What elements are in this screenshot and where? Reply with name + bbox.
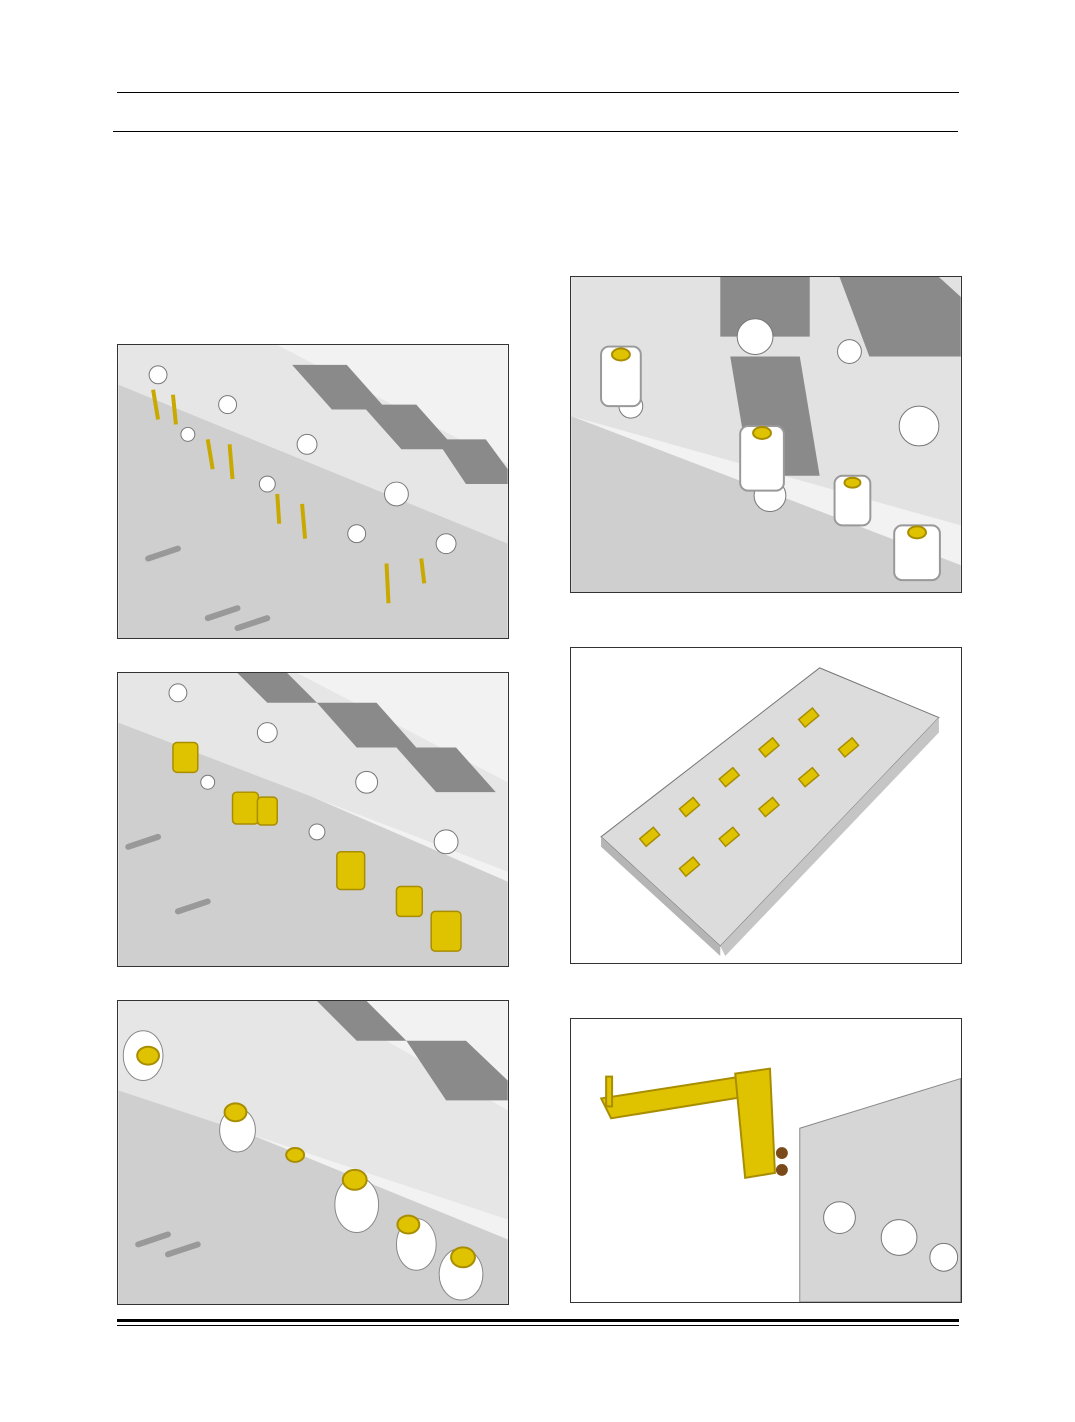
header-rule-top — [117, 92, 959, 93]
footer-rule-thick — [117, 1319, 959, 1322]
figure-valve-stems — [117, 344, 509, 639]
cylinder-head-illustration — [118, 1001, 508, 1304]
figure-spring-retainers — [117, 1000, 509, 1305]
cylinder-head-illustration — [571, 277, 961, 592]
figure-special-tool — [570, 1018, 962, 1303]
footer-rule-thin — [117, 1325, 959, 1326]
cylinder-head-illustration — [571, 648, 961, 963]
cylinder-head-illustration — [118, 673, 508, 966]
figure-rocker-arms — [570, 647, 962, 964]
header-rule-bottom — [113, 131, 958, 132]
tool-illustration — [571, 1019, 961, 1302]
cylinder-head-illustration — [118, 345, 508, 638]
figure-retainer-closeup — [570, 276, 962, 593]
figure-valve-springs — [117, 672, 509, 967]
